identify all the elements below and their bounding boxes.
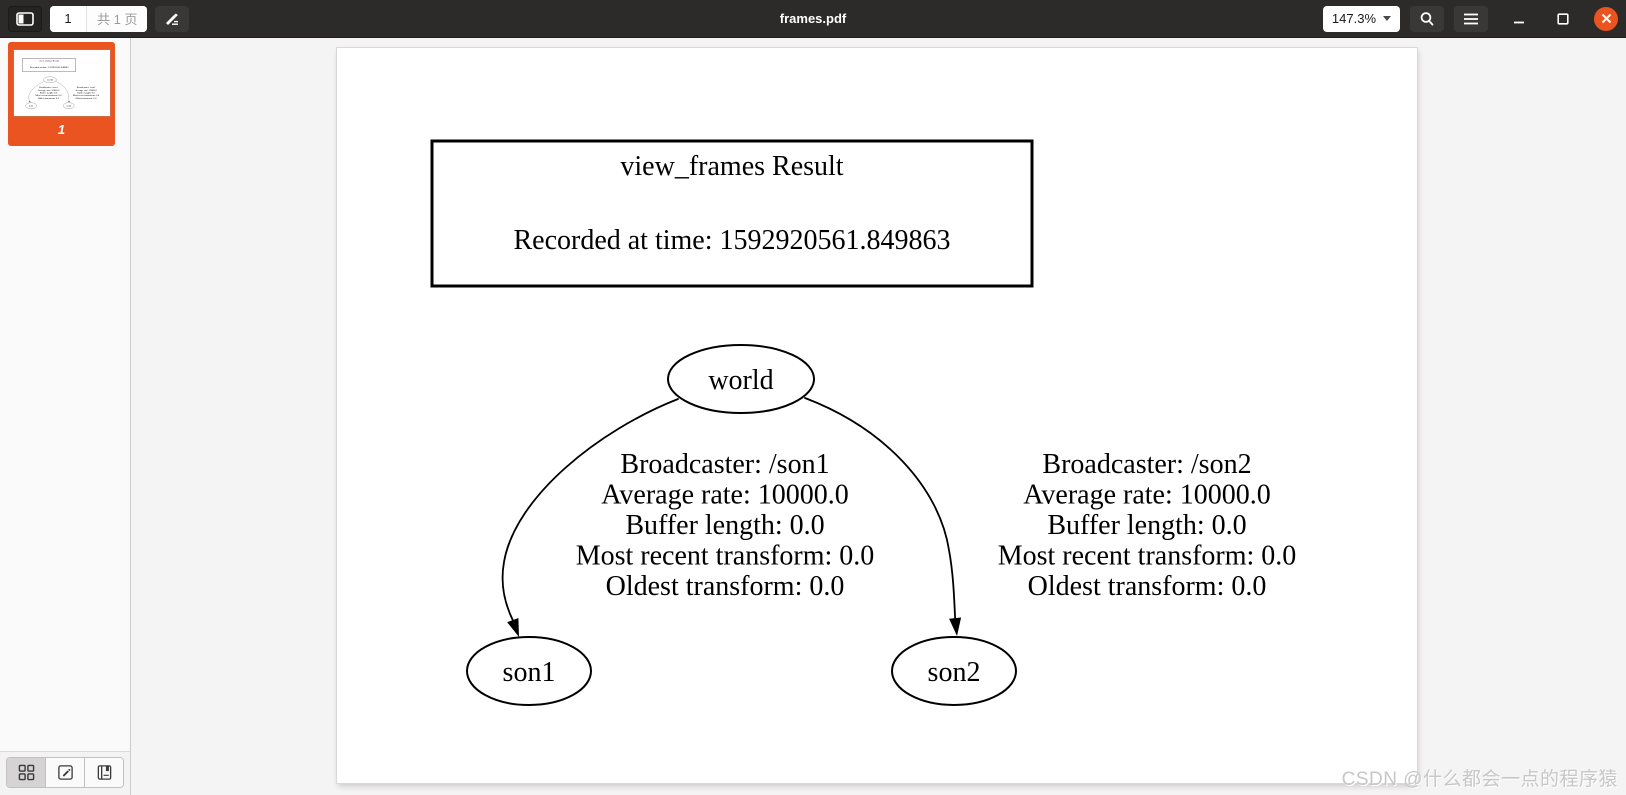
maximize-icon xyxy=(1557,12,1569,25)
arrowhead-son2-icon xyxy=(949,617,962,636)
app-body: 1 xyxy=(0,38,1626,795)
dual-pane-icon xyxy=(16,11,34,26)
sidebar-mode-switcher xyxy=(6,757,124,788)
page-thumbnail-svg xyxy=(21,58,100,109)
sidebar-toolbar xyxy=(0,751,130,795)
maximize-button[interactable] xyxy=(1550,6,1576,32)
thumbnail-page-number: 1 xyxy=(57,122,66,137)
node-son2 xyxy=(891,636,1017,706)
edge1-average-rate: Average rate: 10000.0 xyxy=(601,480,849,511)
edge2-most-recent: Most recent transform: 0.0 xyxy=(998,541,1297,572)
arrowhead-son1-icon xyxy=(507,618,519,637)
node-world-label: world xyxy=(708,365,773,396)
chevron-down-icon xyxy=(1383,16,1391,21)
book-icon xyxy=(97,765,111,780)
page-number-input[interactable] xyxy=(50,5,86,32)
document-viewport: view_frames Result Recorded at time: 159… xyxy=(131,38,1626,795)
edge-world-son2 xyxy=(804,397,956,619)
node-son2-label: son2 xyxy=(928,657,981,688)
edge1-broadcaster: Broadcaster: /son1 xyxy=(620,449,829,480)
note-pen-icon xyxy=(57,765,73,780)
edge1-oldest: Oldest transform: 0.0 xyxy=(606,571,845,602)
recorded-time-text: Recorded at time: 1592920561.849863 xyxy=(513,225,950,256)
thumbnails-sidebar: 1 xyxy=(0,38,131,795)
close-button[interactable] xyxy=(1594,6,1618,31)
search-icon xyxy=(1420,11,1434,26)
result-title-text: view_frames Result xyxy=(620,151,843,182)
edge1-buffer-length: Buffer length: 0.0 xyxy=(625,510,824,541)
titlebar: 共 1 页 frames.pdf 147.3% xyxy=(0,0,1626,38)
edge-label-son1: Broadcaster: /son1 Average rate: 10000.0… xyxy=(576,449,875,602)
minimize-button[interactable] xyxy=(1506,6,1532,32)
annotations-mode-button[interactable] xyxy=(45,758,84,787)
page-thumbnail-selected[interactable]: 1 xyxy=(8,42,115,146)
search-button[interactable] xyxy=(1410,5,1444,32)
node-world xyxy=(667,344,815,414)
pdf-page: view_frames Result Recorded at time: 159… xyxy=(337,48,1417,783)
grid-icon xyxy=(18,764,34,781)
edge-label-son2: Broadcaster: /son2 Average rate: 10000.0… xyxy=(998,449,1297,602)
close-icon xyxy=(1601,13,1611,24)
node-son1-label: son1 xyxy=(503,657,556,688)
pdf-page-svg: view_frames Result Recorded at time: 159… xyxy=(430,139,1297,706)
csdn-watermark: CSDN @什么都会一点的程序猿 xyxy=(1341,769,1618,790)
minimize-icon xyxy=(1514,21,1524,23)
edge2-broadcaster: Broadcaster: /son2 xyxy=(1042,449,1251,480)
zoom-level-dropdown[interactable]: 147.3% xyxy=(1322,5,1400,32)
page-number-control: 共 1 页 xyxy=(50,5,148,32)
edge2-buffer-length: Buffer length: 0.0 xyxy=(1047,510,1246,541)
edge2-average-rate: Average rate: 10000.0 xyxy=(1023,480,1271,511)
page-total-label: 共 1 页 xyxy=(86,5,148,32)
bookmarks-mode-button[interactable] xyxy=(84,758,123,787)
result-title-box xyxy=(430,139,1034,288)
thumbnails-mode-button[interactable] xyxy=(7,758,45,787)
node-son1 xyxy=(466,636,592,706)
titlebar-right-controls: 147.3% xyxy=(1322,5,1618,32)
edge1-most-recent: Most recent transform: 0.0 xyxy=(576,541,875,572)
hamburger-menu-icon xyxy=(1464,13,1478,24)
menu-button[interactable] xyxy=(1454,5,1488,32)
edge-world-son1 xyxy=(501,398,679,621)
annotate-button[interactable] xyxy=(155,5,190,32)
sidebar-toggle-button[interactable] xyxy=(8,5,42,32)
page-thumbnail-preview xyxy=(12,49,111,117)
edge2-oldest: Oldest transform: 0.0 xyxy=(1028,571,1267,602)
zoom-level-value: 147.3% xyxy=(1331,11,1376,26)
pen-icon xyxy=(166,13,179,25)
